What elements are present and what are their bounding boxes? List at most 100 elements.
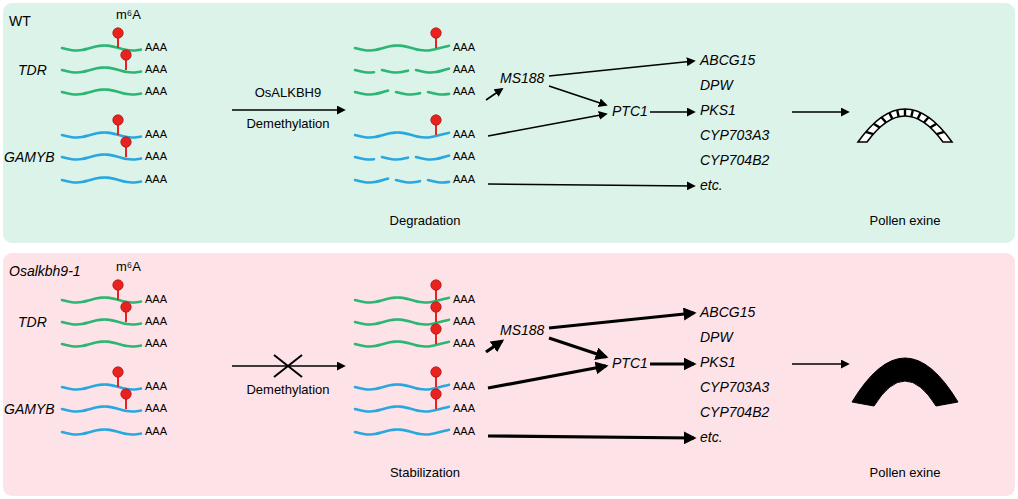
mrna-strand xyxy=(355,407,449,412)
pathway-arrow xyxy=(486,89,502,100)
mrna-strand xyxy=(62,320,141,325)
pathway-arrow xyxy=(549,86,606,105)
pathway-arrow xyxy=(488,366,606,388)
polya-tail: AAA xyxy=(453,128,475,141)
pathway-arrow xyxy=(486,341,502,352)
pathway-arrow xyxy=(549,61,694,76)
mrna-strand xyxy=(428,180,449,182)
gene-name: ABCG15 xyxy=(700,304,755,320)
polya-tail: AAA xyxy=(453,173,475,186)
gene-name: TDR xyxy=(18,62,47,78)
m6a-pin xyxy=(121,389,131,409)
mrna-strand xyxy=(355,342,449,347)
gene-name: CYP704B2 xyxy=(700,152,769,168)
mrna-strand xyxy=(416,69,449,73)
process-label: Demethylation xyxy=(246,117,329,132)
panel-band: WT xyxy=(3,3,1015,243)
m6a-pin xyxy=(431,367,441,387)
mrna-strand xyxy=(62,407,141,412)
gene-name: PTC1 xyxy=(612,103,648,119)
gene-name: MS188 xyxy=(500,70,544,86)
modification-label: m⁶A xyxy=(116,260,141,275)
panel-band: Osalkbh9-1 xyxy=(3,253,1015,496)
gene-name: PTC1 xyxy=(612,355,648,371)
gene-name: DPW xyxy=(700,77,733,93)
process-label: Stabilization xyxy=(390,466,460,481)
process-label: Demethylation xyxy=(246,383,329,398)
mrna-strand xyxy=(355,133,449,138)
m6a-pin xyxy=(121,50,131,70)
polya-tail: AAA xyxy=(453,85,475,98)
polya-tail: AAA xyxy=(453,315,475,328)
panel-heading: Osalkbh9-1 xyxy=(9,263,81,279)
gene-name: etc. xyxy=(700,177,723,193)
polya-tail: AAA xyxy=(453,380,475,393)
mrna-strand xyxy=(382,157,408,159)
mrna-strand xyxy=(62,133,141,138)
m6a-pin xyxy=(431,115,441,135)
polya-tail: AAA xyxy=(453,402,475,415)
process-label: Degradation xyxy=(390,214,461,229)
mrna-strand xyxy=(62,90,141,95)
mrna-strand xyxy=(62,155,141,160)
polya-tail: AAA xyxy=(145,402,167,415)
gene-name: PKS1 xyxy=(700,102,736,118)
mrna-strand xyxy=(62,178,141,183)
polya-tail: AAA xyxy=(145,150,167,163)
mrna-strand xyxy=(62,385,141,390)
polya-tail: AAA xyxy=(145,41,167,54)
panel-drawing xyxy=(62,280,958,438)
polya-tail: AAA xyxy=(453,337,475,350)
polya-tail: AAA xyxy=(453,425,475,438)
pathway-arrow xyxy=(792,363,848,365)
gene-name: CYP703A3 xyxy=(700,379,769,395)
m6a-pin xyxy=(113,280,123,300)
mrna-strand xyxy=(355,46,449,51)
m6a-pin xyxy=(431,389,441,409)
polya-tail: AAA xyxy=(145,425,167,438)
m6a-pin xyxy=(431,324,441,344)
panel-drawing xyxy=(62,28,952,186)
pathway-arrow xyxy=(488,184,694,186)
mrna-strand xyxy=(62,430,141,435)
mrna-strand xyxy=(428,92,449,94)
polya-tail: AAA xyxy=(145,85,167,98)
gene-name: ABCG15 xyxy=(700,52,755,68)
polya-tail: AAA xyxy=(453,41,475,54)
m6a-pin xyxy=(121,302,131,322)
gene-name: etc. xyxy=(700,429,723,445)
mrna-strand xyxy=(355,179,388,183)
pathway-arrow xyxy=(488,436,694,438)
polya-tail: AAA xyxy=(145,315,167,328)
pathway-arrow xyxy=(792,111,848,113)
m6a-pin xyxy=(113,28,123,48)
polya-tail: AAA xyxy=(453,63,475,76)
structure-label: Pollen exine xyxy=(870,214,941,229)
mrna-strand xyxy=(355,157,374,159)
mrna-strand xyxy=(382,70,408,72)
polya-tail: AAA xyxy=(453,293,475,306)
block-cross xyxy=(274,355,302,377)
mrna-strand xyxy=(62,342,141,347)
modification-label: m⁶A xyxy=(116,8,141,23)
gene-name: MS188 xyxy=(500,322,544,338)
mrna-strand xyxy=(62,68,141,73)
structure-label: Pollen exine xyxy=(870,466,941,481)
m6a-pin xyxy=(431,280,441,300)
pathway-arrow xyxy=(549,338,606,357)
polya-tail: AAA xyxy=(145,128,167,141)
mrna-strand xyxy=(62,298,141,303)
gene-name: PKS1 xyxy=(700,354,736,370)
polya-tail: AAA xyxy=(145,337,167,350)
mrna-strand xyxy=(355,70,374,72)
pathway-arrow xyxy=(488,114,606,136)
polya-tail: AAA xyxy=(145,380,167,393)
pathway-arrow xyxy=(650,362,694,365)
mrna-strand xyxy=(396,92,420,94)
mrna-strand xyxy=(355,430,449,435)
gene-name: TDR xyxy=(18,314,47,330)
mrna-strand xyxy=(62,46,141,51)
polya-tail: AAA xyxy=(453,150,475,163)
mrna-strand xyxy=(416,156,449,160)
